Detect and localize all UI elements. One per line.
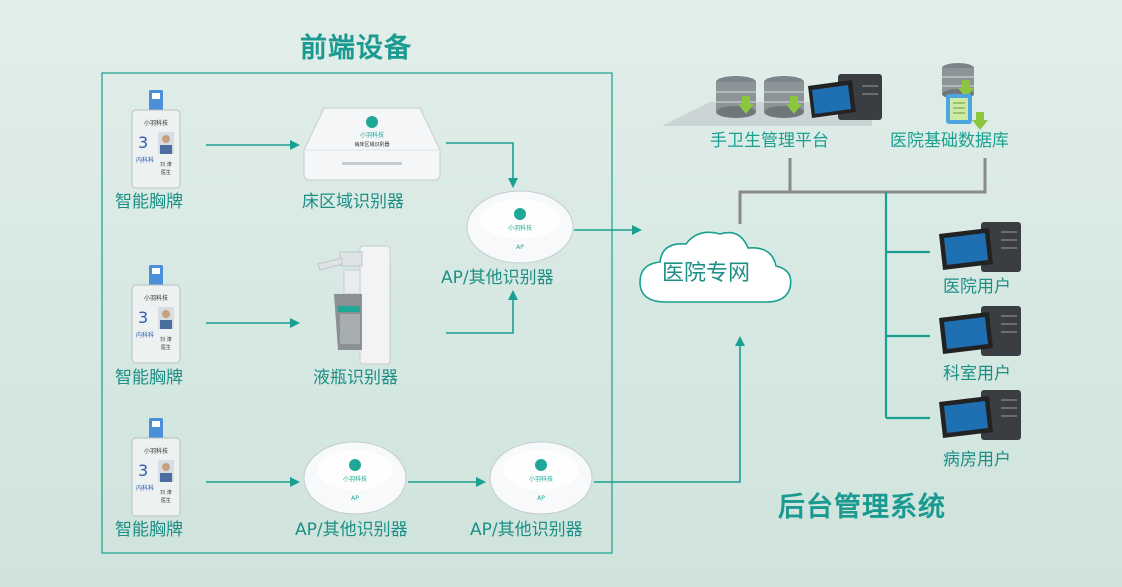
database-icon: [934, 60, 998, 138]
bed-device-caption: 病床区域识别器: [354, 141, 389, 148]
user-computer-icon: [937, 304, 1023, 364]
badge-name: 刘 涛: [160, 489, 172, 496]
bottle-detector-icon: [312, 244, 394, 370]
backend-title: 后台管理系统: [778, 494, 946, 521]
badge-name: 刘 涛: [160, 336, 172, 343]
badge-dept: 内科科: [136, 156, 154, 164]
device-label: 液瓶识别器: [313, 370, 398, 387]
arrow-ap2-to-network: [594, 338, 740, 482]
ap-mark: AP: [537, 495, 545, 502]
badge-brand: 小羽科技: [144, 294, 168, 302]
device-brand: 小羽科技: [529, 475, 553, 483]
smart-badge-icon: 小羽科技 3 内科科 刘 涛 医生: [130, 90, 182, 194]
ap-mark: AP: [516, 244, 524, 251]
badge-role: 医生: [161, 169, 171, 176]
platform-computer: [808, 74, 882, 120]
badge-number: 3: [138, 133, 148, 152]
smart-badge-icon: 小羽科技 3 内科科 刘 涛 医生: [130, 418, 182, 522]
badge-label: 智能胸牌: [115, 194, 183, 211]
bed-zone-detector-icon: 小羽科技 病床区域识别器: [302, 104, 442, 188]
badge-role: 医生: [161, 497, 171, 504]
ap-label: AP/其他识别器: [470, 522, 583, 539]
server-stack-2: [764, 76, 804, 118]
ap-device-icon: 小羽科技 AP: [488, 440, 594, 520]
arrow-bed-to-ap: [446, 143, 513, 186]
badge-name: 刘 涛: [160, 161, 172, 168]
frontend-title: 前端设备: [300, 35, 412, 62]
device-brand: 小羽科技: [343, 475, 367, 483]
user-computer-icon: [937, 220, 1023, 280]
ap-label: AP/其他识别器: [441, 270, 554, 287]
server-icon: [662, 72, 886, 138]
smart-badge-icon: 小羽科技 3 内科科 刘 涛 医生: [130, 265, 182, 369]
ap-device-icon: 小羽科技 AP: [302, 440, 408, 520]
ap-mark: AP: [351, 495, 359, 502]
badge-dept: 内科科: [136, 331, 154, 339]
badge-dept: 内科科: [136, 484, 154, 492]
ap-device-icon: 小羽科技 AP: [465, 189, 575, 269]
device-brand: 小羽科技: [508, 224, 532, 232]
badge-brand: 小羽科技: [144, 119, 168, 127]
badge-label: 智能胸牌: [115, 370, 183, 387]
device-brand: 小羽科技: [360, 131, 384, 139]
badge-brand: 小羽科技: [144, 447, 168, 455]
user-computer-icon: [937, 388, 1023, 448]
device-label: 床区域识别器: [302, 194, 404, 211]
badge-number: 3: [138, 308, 148, 327]
database-label: 医院基础数据库: [890, 133, 1009, 150]
connector-network-servers: [740, 158, 985, 224]
user-label: 医院用户: [943, 279, 1011, 296]
user-label: 科室用户: [943, 366, 1011, 383]
badge-number: 3: [138, 461, 148, 480]
user-label: 病房用户: [943, 452, 1011, 469]
server-stack-1: [716, 76, 756, 118]
badge-label: 智能胸牌: [115, 522, 183, 539]
hand-hygiene-label: 手卫生管理平台: [710, 133, 829, 150]
badge-role: 医生: [161, 344, 171, 351]
arrow-bottle-to-ap: [446, 292, 513, 333]
ap-label: AP/其他识别器: [295, 522, 408, 539]
network-label: 医院专网: [662, 263, 750, 285]
